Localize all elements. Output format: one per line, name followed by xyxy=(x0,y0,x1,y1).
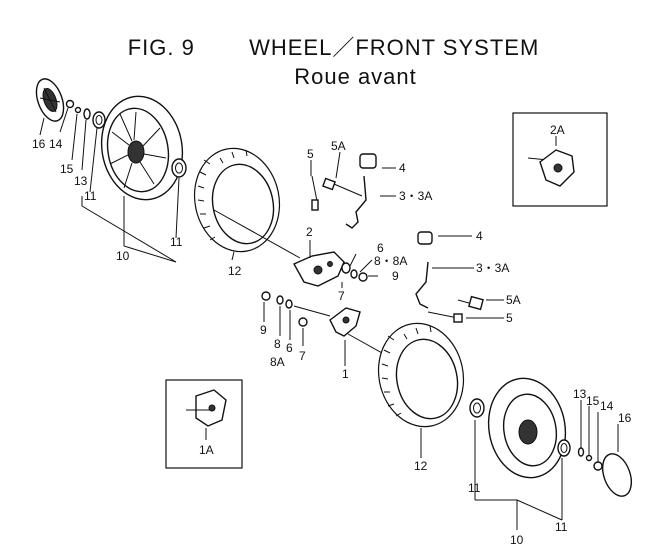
callout-14: 14 xyxy=(49,137,63,151)
callout-5A: 5A xyxy=(331,139,346,153)
callout-16: 16 xyxy=(618,411,632,425)
callout-3-3A: 3・3A xyxy=(476,261,509,275)
callout-10: 10 xyxy=(510,533,524,547)
callout-6: 6 xyxy=(286,341,293,355)
callout-11: 11 xyxy=(170,235,183,249)
callout-6: 6 xyxy=(377,241,384,255)
callout-4: 4 xyxy=(476,229,483,243)
callout-13: 13 xyxy=(74,174,88,188)
callout-10: 10 xyxy=(116,249,130,263)
callout-2: 2 xyxy=(306,225,313,239)
tire-12-left xyxy=(193,147,281,253)
callout-16: 16 xyxy=(32,137,46,151)
callout-5: 5 xyxy=(506,311,513,325)
fasteners-upper xyxy=(341,262,368,282)
callout-8: 8 xyxy=(274,337,281,351)
callout-3-3A: 3・3A xyxy=(399,189,432,203)
callout-12: 12 xyxy=(228,264,242,278)
wheel-rim-10-right xyxy=(487,377,567,479)
bearing-11-right-b xyxy=(557,439,571,457)
callout-8A: 8A xyxy=(270,355,285,369)
axle-1 xyxy=(329,307,385,355)
washers-left xyxy=(65,99,91,120)
callout-14: 14 xyxy=(600,399,614,413)
callout-13: 13 xyxy=(573,387,587,401)
hub-cap-16-right xyxy=(601,453,633,497)
figure-number: FIG. 9 xyxy=(127,35,195,60)
inset-box-1A xyxy=(165,379,243,469)
callout-12: 12 xyxy=(414,459,428,473)
bracket-3-upper xyxy=(311,153,377,229)
callout-11: 11 xyxy=(555,520,568,534)
callout-8-8A: 8・8A xyxy=(374,254,407,268)
callout-9: 9 xyxy=(392,269,399,283)
callout-4: 4 xyxy=(399,161,406,175)
bearing-11-left-b xyxy=(171,158,187,178)
figure-title: FIG. 9 WHEEL／FRONT SYSTEM xyxy=(0,30,667,62)
wheel-rim-10-left xyxy=(100,95,184,201)
callout-1: 1 xyxy=(342,367,349,381)
inset-box-2A xyxy=(512,112,608,207)
bearing-11-left-a xyxy=(92,111,106,129)
figure-subtitle: Roue avant xyxy=(294,64,417,89)
callout-1A: 1A xyxy=(199,443,214,457)
axle-2 xyxy=(213,209,345,287)
figure-name: WHEEL／FRONT SYSTEM xyxy=(249,35,540,60)
callout-15: 15 xyxy=(586,394,600,408)
callout-5: 5 xyxy=(307,147,314,161)
callout-7: 7 xyxy=(299,349,306,363)
bearing-11-right-a xyxy=(469,398,485,418)
hub-cap-16-left xyxy=(35,78,65,122)
callout-9: 9 xyxy=(260,323,267,337)
tire-12-right xyxy=(377,322,465,428)
callout-11: 11 xyxy=(84,189,97,203)
fasteners-lower xyxy=(261,291,331,327)
callout-2A: 2A xyxy=(550,123,565,137)
callout-7: 7 xyxy=(338,289,345,303)
callout-11: 11 xyxy=(468,481,481,495)
bracket-3-lower xyxy=(415,231,484,323)
callout-5A: 5A xyxy=(506,293,521,307)
callout-15: 15 xyxy=(60,162,74,176)
